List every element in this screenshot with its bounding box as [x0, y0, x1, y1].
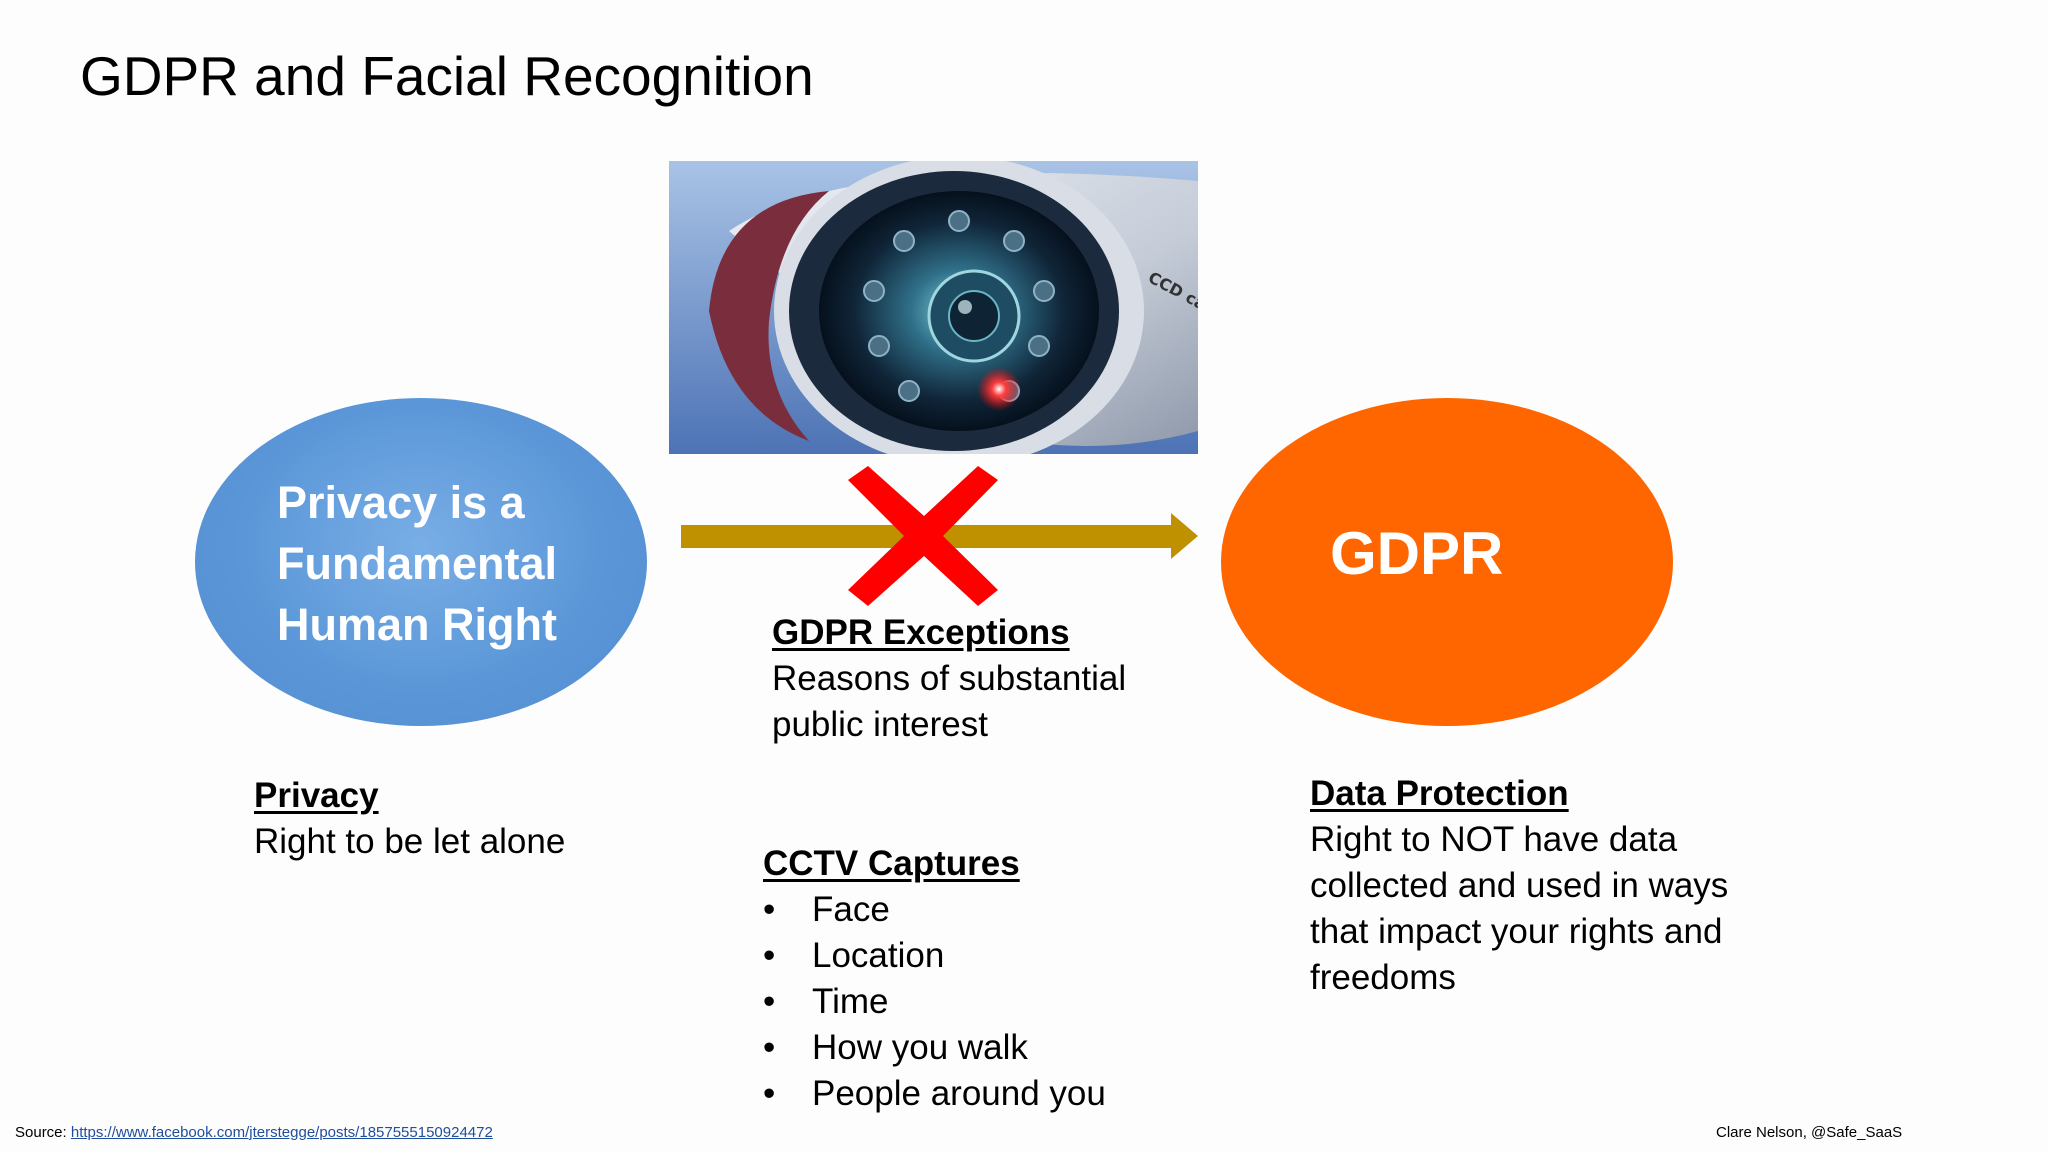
bullet-icon: •: [763, 1074, 776, 1113]
gdpr-exceptions-heading: GDPR Exceptions: [772, 613, 1070, 652]
source-citation: Source: https://www.facebook.com/jterste…: [15, 1124, 493, 1141]
data-protection-block: Data Protection Right to NOT have data c…: [1310, 771, 1728, 1001]
data-protection-heading: Data Protection: [1310, 774, 1569, 813]
privacy-heading: Privacy: [254, 776, 379, 815]
privacy-block: Privacy Right to be let alone: [254, 773, 565, 865]
cctv-captures-list: • Face • Location • Time • How you walk • Peo…: [763, 887, 1106, 1117]
bullet-icon: •: [763, 982, 776, 1021]
slide-title: GDPR and Facial Recognition: [80, 45, 814, 107]
list-item-label: Face: [812, 890, 890, 929]
gdpr-ellipse-label: GDPR: [1330, 520, 1504, 587]
privacy-ellipse-line: Privacy is a: [277, 477, 525, 528]
author-credit: Clare Nelson, @Safe_SaaS: [1716, 1124, 1903, 1141]
gdpr-exceptions-block: GDPR Exceptions Reasons of substantial p…: [772, 610, 1126, 748]
data-protection-line: freedoms: [1310, 958, 1456, 997]
privacy-text: Right to be let alone: [254, 822, 566, 861]
list-item: • Location: [763, 933, 1106, 979]
blocked-arrow: [681, 466, 1198, 606]
privacy-ellipse: [195, 398, 647, 726]
red-cross-icon: [848, 466, 998, 606]
data-protection-line: collected and used in ways: [1310, 866, 1729, 905]
data-protection-line: that impact your rights and: [1310, 912, 1723, 951]
list-item-label: Time: [812, 982, 889, 1021]
bullet-icon: •: [763, 936, 776, 975]
cctv-captures-block: CCTV Captures • Face • Location • Time • How…: [763, 841, 1106, 1117]
gdpr-ellipse: [1221, 398, 1673, 726]
cctv-captures-heading: CCTV Captures: [763, 844, 1020, 883]
gdpr-exceptions-line: Reasons of substantial: [772, 659, 1127, 698]
gdpr-exceptions-line: public interest: [772, 705, 988, 744]
list-item: • How you walk: [763, 1025, 1106, 1071]
list-item: • Time: [763, 979, 1106, 1025]
source-label: Source:: [15, 1124, 71, 1141]
privacy-ellipse-line: Fundamental: [277, 538, 558, 589]
cctv-camera-image: CCD cam: [669, 161, 1198, 454]
privacy-ellipse-label: Privacy is a Fundamental Human Right: [277, 472, 637, 655]
list-item-label: People around you: [812, 1074, 1106, 1113]
bullet-icon: •: [763, 1028, 776, 1067]
list-item-label: Location: [812, 936, 945, 975]
data-protection-line: Right to NOT have data: [1310, 820, 1678, 859]
privacy-ellipse-line: Human Right: [277, 599, 557, 650]
list-item-label: How you walk: [812, 1028, 1028, 1067]
bullet-icon: •: [763, 890, 776, 929]
source-link[interactable]: https://www.facebook.com/jterstegge/post…: [70, 1124, 493, 1141]
list-item: • People around you: [763, 1071, 1106, 1117]
list-item: • Face: [763, 887, 1106, 933]
